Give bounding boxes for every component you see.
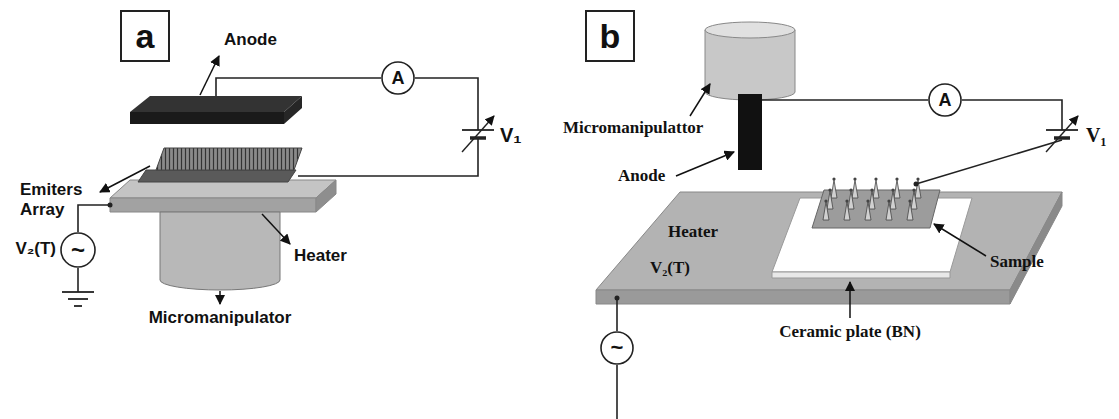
needle (873, 180, 879, 198)
needle (831, 180, 837, 198)
needle (852, 180, 858, 198)
panel-letter-box: a (120, 10, 170, 62)
micromanipulator-cylinder (160, 212, 280, 290)
needle-tip (908, 199, 911, 202)
ac-source-symbol: ~ (60, 232, 96, 268)
needle-tip (849, 188, 852, 191)
variable-dc-source (462, 116, 494, 152)
needle-tip (824, 199, 827, 202)
leader-arrow (676, 84, 986, 318)
needle (827, 191, 833, 209)
panel-letter: a (136, 19, 155, 53)
needle-tip (866, 199, 869, 202)
circuit-wire (78, 78, 478, 292)
part-label: Emiters Array (20, 180, 104, 219)
circuit-wire (617, 100, 1062, 419)
part-label: Ceramic plate (BN) (779, 322, 921, 342)
ammeter-symbol: A (928, 83, 962, 117)
part-label: Heater (294, 246, 347, 266)
micromanipulator-top (705, 22, 795, 38)
needle-tip (845, 199, 848, 202)
part-label: Micromanipulator (149, 308, 292, 328)
part-label: Heater (668, 222, 718, 242)
needle-tip (828, 188, 831, 191)
anode-rod (738, 94, 762, 170)
emitter-array (138, 148, 302, 182)
needle (886, 202, 892, 220)
symbol-text: ~ (611, 337, 624, 359)
source-label: V₁ (500, 124, 522, 147)
needle-tip (891, 188, 894, 191)
needle-tip (887, 199, 890, 202)
part-label: Micromanipulattor (563, 118, 703, 138)
micromanipulator-cylinder (705, 30, 795, 100)
needle (911, 191, 917, 209)
heater-plate (110, 180, 336, 212)
symbol-text: A (939, 91, 952, 109)
needle (823, 202, 829, 220)
ac-source-symbol: ~ (600, 331, 634, 365)
needle-tip (912, 188, 915, 191)
needle-tip (853, 177, 856, 180)
needle-tip (916, 177, 919, 180)
needle (865, 202, 871, 220)
needle (844, 202, 850, 220)
part-label: Anode (224, 30, 277, 50)
needle (890, 191, 896, 209)
needle-tip (832, 177, 835, 180)
ammeter-symbol: A (381, 61, 415, 95)
needle (848, 191, 854, 209)
ground-symbol (62, 292, 94, 306)
panel-letter: b (600, 19, 621, 53)
needle-tip (874, 177, 877, 180)
source-label: V₂(T) (650, 258, 690, 278)
contact-dot (615, 296, 620, 301)
needle-tip (870, 188, 873, 191)
needle-tip (895, 177, 898, 180)
symbol-text: ~ (71, 238, 85, 262)
variable-dc-source (1046, 116, 1078, 152)
heater-plate (596, 192, 1062, 304)
contact-dot (108, 203, 113, 208)
source-label: V₂(T) (15, 239, 56, 259)
panel-letter-box: b (585, 10, 635, 62)
contact-dot (914, 182, 919, 187)
source-label: V₁ (1086, 124, 1106, 147)
needle (894, 180, 900, 198)
needle (907, 202, 913, 220)
emitter-needles (823, 177, 921, 220)
part-label: Anode (618, 166, 665, 186)
anode-plate (130, 96, 302, 124)
needle (869, 191, 875, 209)
part-label: Sample (990, 252, 1044, 272)
leader-arrow (100, 56, 290, 304)
symbol-text: A (392, 69, 405, 87)
